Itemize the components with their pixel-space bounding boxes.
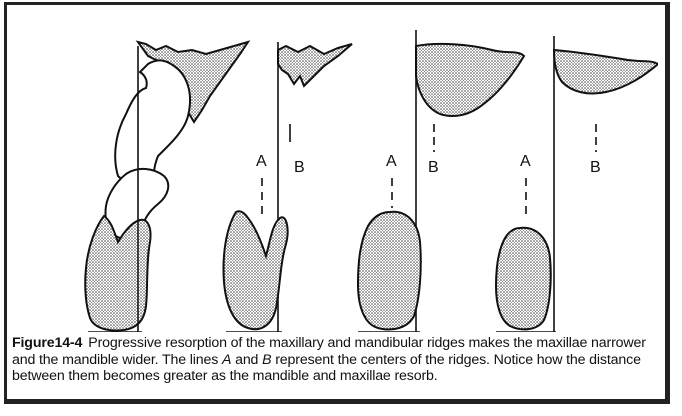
stage-1-upper-tooth — [115, 60, 190, 186]
stage-3-line-a-label: A — [386, 153, 397, 170]
stage-2-line-a-label: A — [256, 153, 267, 170]
caption-line-a: A — [222, 352, 231, 368]
stage-2-drawing: B A — [224, 42, 353, 332]
figure-illustration: B A B A B A — [8, 6, 658, 332]
stage-4-drawing: B A — [496, 36, 658, 332]
stage-4-maxillary-ridge — [554, 50, 658, 94]
stage-3-line-b-label: B — [428, 159, 439, 176]
stage-3-mandible — [358, 212, 421, 330]
stage-4-line-b-label: B — [590, 159, 601, 176]
stage-3-maxillary-ridge — [416, 44, 524, 116]
stage-4-line-a-label: A — [520, 153, 531, 170]
caption-text-2: and — [231, 352, 262, 368]
stage-2-line-b-label: B — [294, 159, 305, 176]
stage-1-drawing — [85, 42, 248, 332]
stage-4-mandible — [496, 228, 551, 330]
figure-label: Figure14-4 — [12, 335, 82, 351]
stage-2-maxillary-ridge — [278, 44, 352, 86]
